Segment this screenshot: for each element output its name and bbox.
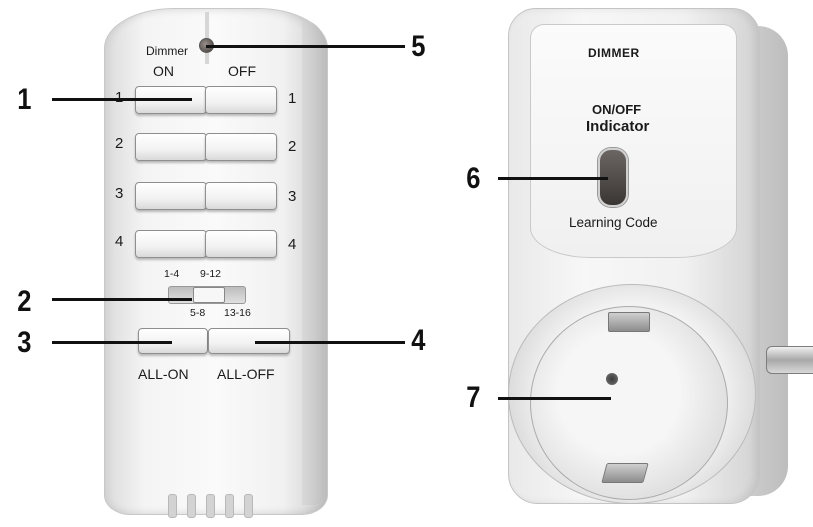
all-on-label: ALL-ON xyxy=(138,366,189,382)
control-panel xyxy=(530,24,737,258)
channel-2-off-button[interactable] xyxy=(205,133,277,161)
row-4-right-label: 4 xyxy=(288,236,297,253)
row-3-right-label: 3 xyxy=(288,188,297,205)
callout-6: 6 xyxy=(466,162,481,195)
dimmer-label: Dimmer xyxy=(146,44,188,58)
callout-4: 4 xyxy=(411,324,426,357)
leader-line-4 xyxy=(255,341,405,344)
vent-slot xyxy=(244,494,253,518)
row-1-left-label: 1 xyxy=(115,89,123,106)
channel-4-on-button[interactable] xyxy=(135,230,207,258)
leader-line-6 xyxy=(498,177,608,180)
leader-line-5 xyxy=(206,45,405,48)
all-off-label: ALL-OFF xyxy=(217,366,275,382)
dimmer-title: DIMMER xyxy=(588,46,640,60)
vent-slot xyxy=(225,494,234,518)
leader-line-2 xyxy=(52,298,192,301)
channel-2-on-button[interactable] xyxy=(135,133,207,161)
plug-in-dimmer: DIMMER ON/OFF Indicator Learning Code xyxy=(508,8,813,520)
indicator-label-line1: ON/OFF xyxy=(592,102,642,117)
remote-body xyxy=(104,8,328,515)
callout-2: 2 xyxy=(17,285,32,318)
remote-control: Dimmer ON OFF 1 1 2 2 3 3 4 4 1-4 9-12 5… xyxy=(104,8,328,518)
on-column-label: ON xyxy=(153,63,174,79)
callout-5: 5 xyxy=(411,30,426,63)
row-3-left-label: 3 xyxy=(115,185,124,202)
callout-1: 1 xyxy=(17,83,32,116)
leader-line-3 xyxy=(52,341,172,344)
group-slider-knob[interactable] xyxy=(193,287,225,303)
plug-pin xyxy=(766,346,813,374)
row-4-left-label: 4 xyxy=(115,233,124,250)
leader-line-1 xyxy=(52,98,192,101)
indicator-label-line2: Indicator xyxy=(586,118,650,135)
slider-label-9-12: 9-12 xyxy=(200,268,222,280)
row-1-right-label: 1 xyxy=(288,90,297,107)
vent-slot xyxy=(187,494,196,518)
row-2-left-label: 2 xyxy=(115,135,124,152)
slider-label-1-4: 1-4 xyxy=(164,268,180,280)
learning-code-label[interactable]: Learning Code xyxy=(569,215,658,230)
off-column-label: OFF xyxy=(228,63,256,79)
channel-4-off-button[interactable] xyxy=(205,230,277,258)
row-2-right-label: 2 xyxy=(288,138,297,155)
slider-label-13-16: 13-16 xyxy=(224,307,251,319)
vent-slot xyxy=(206,494,215,518)
callout-3: 3 xyxy=(17,326,32,359)
socket-hole xyxy=(606,373,618,385)
callout-7: 7 xyxy=(466,381,481,414)
earth-clip-top xyxy=(608,312,650,332)
earth-clip-bottom xyxy=(601,463,649,483)
slider-label-5-8: 5-8 xyxy=(190,307,206,319)
channel-1-off-button[interactable] xyxy=(205,86,277,114)
channel-3-off-button[interactable] xyxy=(205,182,277,210)
remote-side-edge xyxy=(302,20,324,505)
channel-3-on-button[interactable] xyxy=(135,182,207,210)
vent-slot xyxy=(168,494,177,518)
leader-line-7 xyxy=(498,397,611,400)
